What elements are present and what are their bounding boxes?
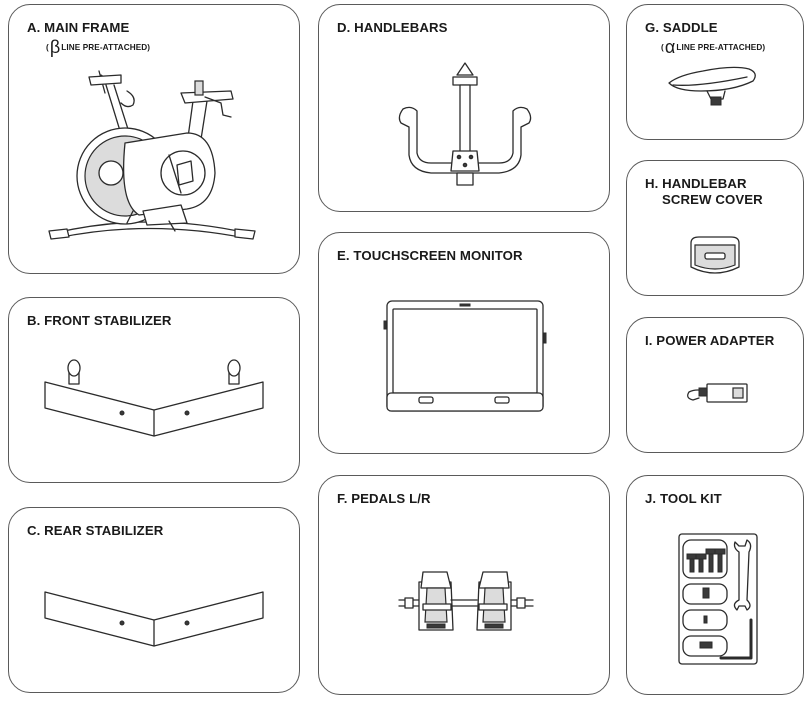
rear-stabilizer-illustration	[44, 591, 264, 647]
part-card-handlebar-screw-cover: H. HANDLEBAR SCREW COVER	[626, 160, 804, 296]
part-title-front-stabilizer: B. FRONT STABILIZER	[27, 313, 172, 328]
screw-cover-illustration	[690, 236, 740, 274]
part-title-line1: H. HANDLEBAR	[645, 176, 747, 191]
saddle-illustration	[668, 66, 756, 106]
touchscreen-monitor-illustration	[383, 300, 547, 412]
part-title-saddle: G. SADDLE	[645, 20, 718, 35]
part-note-saddle: (αLINE PRE-ATTACHED)	[661, 37, 766, 57]
pedals-illustration	[398, 571, 534, 631]
part-card-front-stabilizer: B. FRONT STABILIZER	[8, 297, 300, 483]
front-stabilizer-illustration	[44, 359, 264, 437]
part-card-pedals: F. PEDALS L/R	[318, 475, 610, 695]
part-card-rear-stabilizer: C. REAR STABILIZER	[8, 507, 300, 693]
handlebars-illustration	[398, 62, 532, 186]
part-card-handlebars: D. HANDLEBARS	[318, 4, 610, 212]
part-title-pedals: F. PEDALS L/R	[337, 491, 431, 506]
power-adapter-illustration	[687, 383, 748, 403]
part-card-main-frame: A. MAIN FRAME (βLINE PRE-ATTACHED)	[8, 4, 300, 274]
part-card-touchscreen-monitor: E. TOUCHSCREEN MONITOR	[318, 232, 610, 454]
part-title-touchscreen-monitor: E. TOUCHSCREEN MONITOR	[337, 248, 523, 263]
main-frame-illustration	[48, 70, 256, 240]
part-title-main-frame: A. MAIN FRAME	[27, 20, 130, 35]
part-title-handlebar-screw-cover: H. HANDLEBAR SCREW COVER	[645, 176, 763, 208]
part-title-tool-kit: J. TOOL KIT	[645, 491, 722, 506]
part-title-line2: SCREW COVER	[662, 192, 763, 207]
part-card-tool-kit: J. TOOL KIT	[626, 475, 804, 695]
tool-kit-illustration	[678, 533, 758, 665]
part-note-main-frame: (βLINE PRE-ATTACHED)	[46, 37, 151, 57]
part-title-rear-stabilizer: C. REAR STABILIZER	[27, 523, 164, 538]
part-title-handlebars: D. HANDLEBARS	[337, 20, 448, 35]
part-card-saddle: G. SADDLE (αLINE PRE-ATTACHED)	[626, 4, 804, 140]
bolts-icon	[686, 548, 726, 573]
part-card-power-adapter: I. POWER ADAPTER	[626, 317, 804, 453]
part-title-power-adapter: I. POWER ADAPTER	[645, 333, 775, 348]
